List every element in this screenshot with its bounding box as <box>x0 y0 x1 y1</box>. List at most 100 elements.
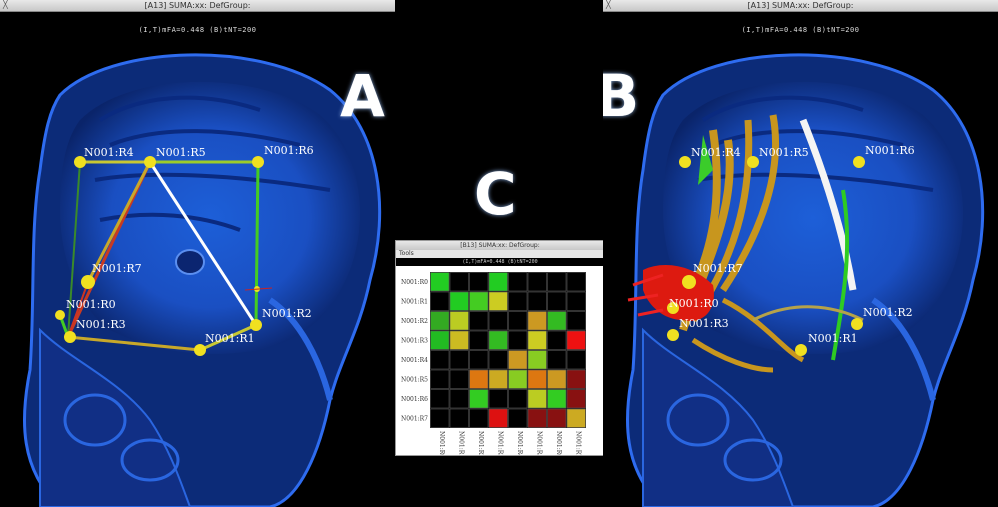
graph-node[interactable] <box>853 156 865 168</box>
sinus-structure <box>666 393 730 447</box>
matrix-cell[interactable] <box>527 311 547 331</box>
matrix-cell[interactable] <box>527 369 547 389</box>
matrix-cell[interactable] <box>430 350 450 370</box>
viewer-window-a[interactable]: ╳ [A13] SUMA:xx: DefGroup: (I,T)mFA=0.44… <box>0 0 395 507</box>
matrix-cell[interactable] <box>508 311 528 331</box>
matrix-cell[interactable] <box>508 369 528 389</box>
matrix-cell[interactable] <box>566 291 586 311</box>
matrix-cell[interactable] <box>508 350 528 370</box>
matrix-cell[interactable] <box>508 272 528 292</box>
graph-node[interactable] <box>55 310 65 320</box>
node-label-r3: N001:R3 <box>76 318 126 331</box>
matrix-cell[interactable] <box>527 389 547 409</box>
matrix-cell[interactable] <box>430 311 450 331</box>
menu-tools[interactable]: Tools <box>396 250 604 258</box>
node-label-r1: N001:R1 <box>205 332 255 345</box>
matrix-cell[interactable] <box>547 350 567 370</box>
matrix-cell[interactable] <box>449 389 469 409</box>
graph-node[interactable] <box>667 329 679 341</box>
graph-node[interactable] <box>747 156 759 168</box>
matrix-cell[interactable] <box>527 330 547 350</box>
brain-render-b[interactable]: N001:R4 N001:R5 N001:R6 N001:R7 N001:R0 … <box>603 0 998 507</box>
matrix-cell[interactable] <box>566 350 586 370</box>
matrix-cell[interactable] <box>488 330 508 350</box>
matrix-cell[interactable] <box>449 408 469 428</box>
matrix-cell[interactable] <box>430 330 450 350</box>
matrix-cell[interactable] <box>449 291 469 311</box>
graph-node[interactable] <box>682 275 696 289</box>
matrix-cell[interactable] <box>430 291 450 311</box>
face-region <box>39 327 192 507</box>
matrix-cell[interactable] <box>566 389 586 409</box>
matrix-cell[interactable] <box>527 291 547 311</box>
matrix-cell[interactable] <box>469 330 489 350</box>
graph-node[interactable] <box>679 156 691 168</box>
matrix-cell[interactable] <box>566 408 586 428</box>
matrix-cell[interactable] <box>527 272 547 292</box>
matrix-cell[interactable] <box>488 350 508 370</box>
matrix-cell[interactable] <box>547 389 567 409</box>
matrix-cell[interactable] <box>566 369 586 389</box>
viewer-window-b[interactable]: ╳ [A13] SUMA:xx: DefGroup: (I,T)mFA=0.44… <box>603 0 998 507</box>
brainstem <box>175 249 205 275</box>
graph-node[interactable] <box>194 344 206 356</box>
matrix-cell[interactable] <box>430 369 450 389</box>
graph-node[interactable] <box>252 156 264 168</box>
matrix-cell[interactable] <box>430 408 450 428</box>
sinus-structure <box>723 438 783 482</box>
matrix-cell[interactable] <box>547 330 567 350</box>
brain-render-a[interactable]: N001:R4 N001:R5 N001:R6 N001:R7 N001:R0 … <box>0 0 395 507</box>
graph-node[interactable] <box>74 156 86 168</box>
matrix-cell[interactable] <box>488 291 508 311</box>
matrix-cell[interactable] <box>508 291 528 311</box>
matrix-row-label: N001:R6 <box>401 396 428 403</box>
matrix-cell[interactable] <box>449 311 469 331</box>
graph-node[interactable] <box>144 156 156 168</box>
matrix-cell[interactable] <box>508 389 528 409</box>
matrix-cell[interactable] <box>430 389 450 409</box>
matrix-cell[interactable] <box>469 291 489 311</box>
graph-node[interactable] <box>851 318 863 330</box>
matrix-col-label: N001:R2 <box>477 431 484 455</box>
matrix-cell[interactable] <box>547 408 567 428</box>
matrix-cell[interactable] <box>488 311 508 331</box>
matrix-cell[interactable] <box>508 408 528 428</box>
matrix-cell[interactable] <box>527 350 547 370</box>
threshold-readout: (I,T)mFA=0.448 (B)tNT=200 <box>741 26 860 34</box>
matrix-cell[interactable] <box>547 291 567 311</box>
matrix-cell[interactable] <box>449 369 469 389</box>
matrix-cell[interactable] <box>547 369 567 389</box>
matrix-cell[interactable] <box>488 272 508 292</box>
matrix-cell[interactable] <box>449 272 469 292</box>
matrix-cell[interactable] <box>547 311 567 331</box>
matrix-cell[interactable] <box>566 330 586 350</box>
matrix-cell[interactable] <box>547 272 567 292</box>
matrix-cell[interactable] <box>488 389 508 409</box>
connectivity-matrix[interactable]: N001:R0N001:R1N001:R2N001:R3N001:R4N001:… <box>396 266 604 455</box>
matrix-cell[interactable] <box>469 311 489 331</box>
matrix-cell[interactable] <box>469 272 489 292</box>
node-label-r6: N001:R6 <box>865 144 915 157</box>
matrix-cell[interactable] <box>449 350 469 370</box>
matrix-window[interactable]: [B13] SUMA:xx: DefGroup: Tools (I,T)mFA=… <box>395 240 605 456</box>
graph-node[interactable] <box>795 344 807 356</box>
matrix-cell[interactable] <box>527 408 547 428</box>
matrix-cell[interactable] <box>469 408 489 428</box>
matrix-cell[interactable] <box>430 272 450 292</box>
graph-node[interactable] <box>81 275 95 289</box>
matrix-col-label: N001:R0 <box>438 431 445 455</box>
matrix-cell[interactable] <box>469 389 489 409</box>
matrix-cell[interactable] <box>508 330 528 350</box>
matrix-cell[interactable] <box>469 369 489 389</box>
matrix-cell[interactable] <box>488 369 508 389</box>
matrix-cell[interactable] <box>566 311 586 331</box>
matrix-cell[interactable] <box>469 350 489 370</box>
graph-edge <box>86 161 152 283</box>
graph-node[interactable] <box>667 302 679 314</box>
window-title: [B13] SUMA:xx: DefGroup: <box>460 242 540 249</box>
matrix-cell[interactable] <box>566 272 586 292</box>
graph-node[interactable] <box>64 331 76 343</box>
matrix-cell[interactable] <box>449 330 469 350</box>
matrix-cell[interactable] <box>488 408 508 428</box>
graph-node[interactable] <box>250 319 262 331</box>
